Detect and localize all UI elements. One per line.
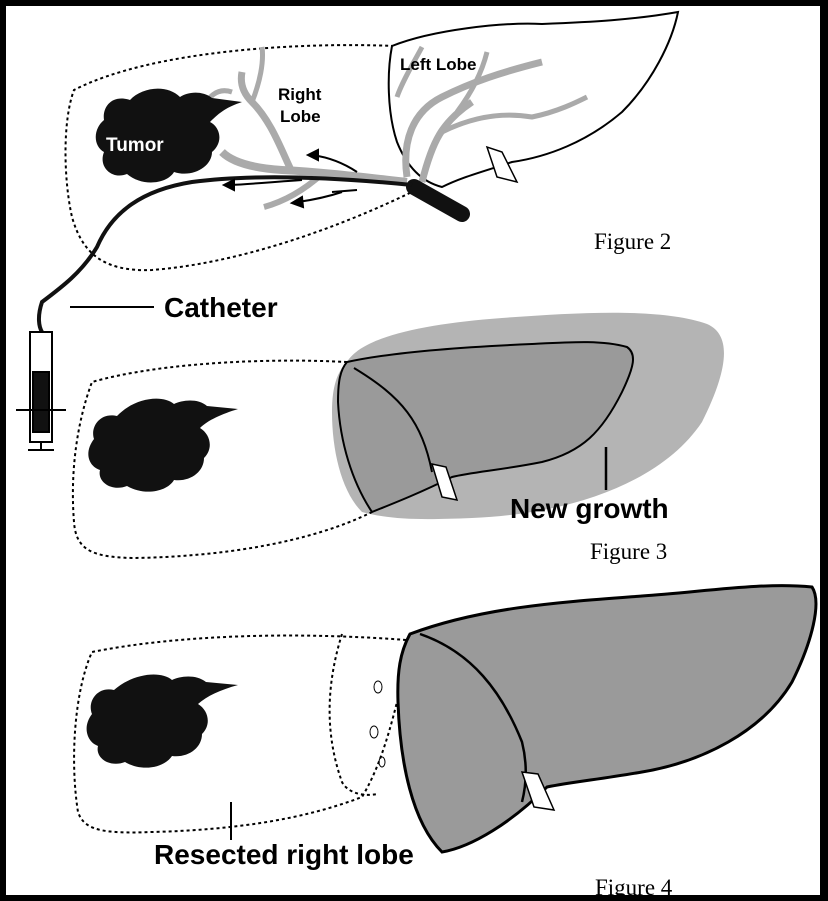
right-lobe-label-line1: Right <box>278 85 322 104</box>
figure-3: New growth Figure 3 <box>73 313 724 564</box>
portal-vein <box>414 187 462 214</box>
left-lobe-label: Left Lobe <box>400 55 477 74</box>
figure-panel: Left Lobe Right Lobe Tumor Catheter Figu… <box>4 4 822 897</box>
figure-4: Resected right lobe Figure 4 <box>74 586 816 897</box>
catheter-label: Catheter <box>164 292 278 323</box>
resection-margin <box>330 634 377 795</box>
resection-marks <box>370 681 385 767</box>
medical-diagram: Left Lobe Right Lobe Tumor Catheter Figu… <box>6 6 822 897</box>
figure-2-caption: Figure 2 <box>594 229 671 254</box>
figure-4-caption: Figure 4 <box>595 875 673 897</box>
syringe <box>16 332 66 450</box>
liver-fig4 <box>398 586 816 852</box>
tumor-label: Tumor <box>106 135 164 156</box>
new-growth-label: New growth <box>510 493 669 524</box>
right-lobe-label-line2: Lobe <box>280 107 321 126</box>
resected-right-lobe-label: Resected right lobe <box>154 839 414 870</box>
tumor-fig3 <box>88 399 238 492</box>
tumor-fig4 <box>87 675 238 768</box>
right-lobe-vessel-3 <box>252 47 263 102</box>
figure-3-caption: Figure 3 <box>590 539 667 564</box>
